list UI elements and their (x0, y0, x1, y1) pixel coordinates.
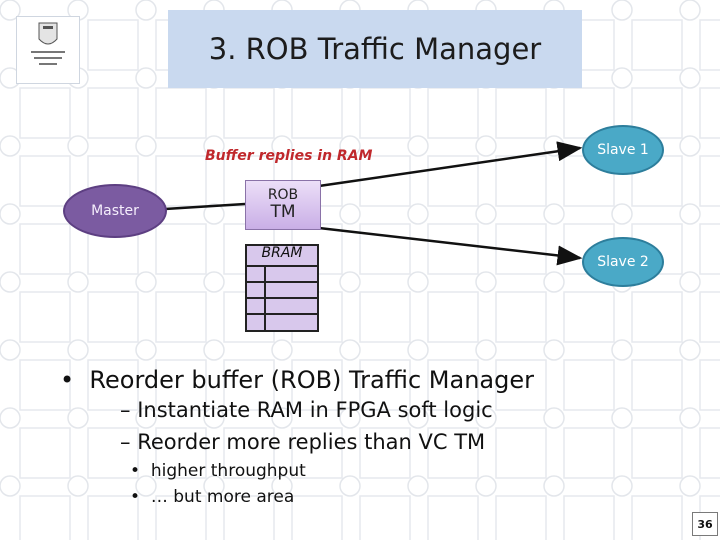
slave2-node: Slave 2 (582, 237, 664, 287)
rob-to-slave2-arrow (318, 226, 583, 266)
rob-to-slave1-arrow (318, 141, 583, 188)
bullet-level2: – Reorder more replies than VC TM (120, 430, 486, 454)
master-to-rob-line (164, 202, 246, 211)
buffer-replies-label: Buffer replies in RAM (205, 148, 373, 164)
bram-label: BRAM (261, 245, 303, 261)
bram-table (245, 244, 319, 332)
slide-title: 3. ROB Traffic Manager (168, 10, 582, 88)
rob-tm-box: ROB TM (245, 180, 321, 230)
master-node: Master (63, 184, 167, 238)
rob-tm-label-line2: TM (270, 202, 296, 223)
bullet-level3: • higher throughput (130, 461, 306, 481)
rob-tm-label-line1: ROB (267, 187, 299, 204)
page-number: 36 (692, 512, 718, 536)
bullet-level3: • … but more area (130, 487, 295, 507)
university-logo (16, 16, 80, 84)
slave1-node: Slave 1 (582, 125, 664, 175)
bullet-level1: • Reorder buffer (ROB) Traffic Manager (60, 366, 534, 394)
bullet-level2: – Instantiate RAM in FPGA soft logic (120, 398, 493, 422)
bullet-list: • Reorder buffer (ROB) Traffic Manager –… (60, 366, 534, 510)
